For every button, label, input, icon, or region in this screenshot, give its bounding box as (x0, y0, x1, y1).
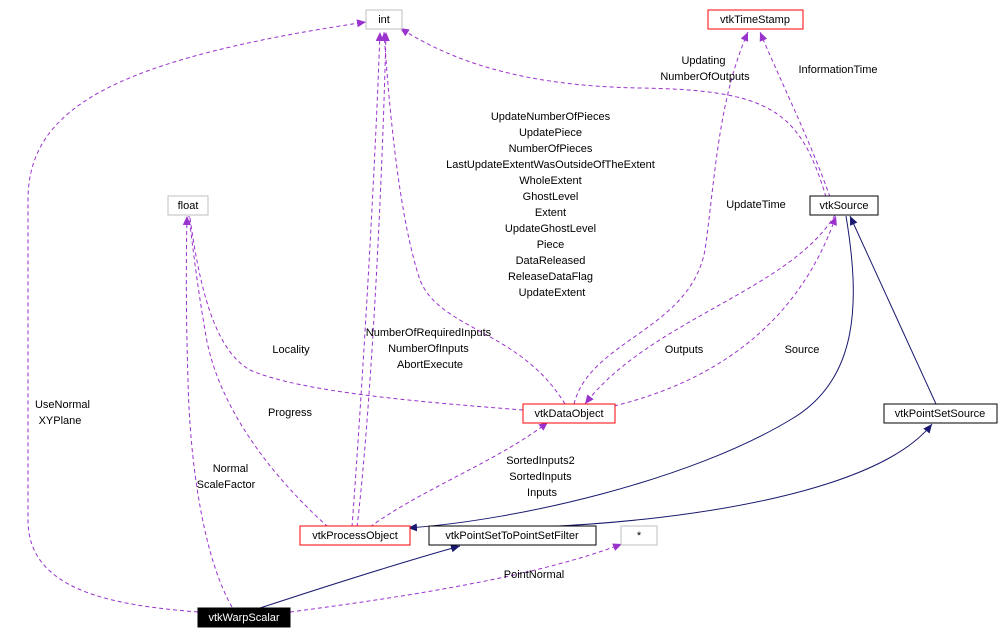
svg-text:vtkTimeStamp: vtkTimeStamp (720, 14, 790, 26)
label-data-object-members: UpdateNumberOfPieces UpdatePiece NumberO… (446, 111, 658, 299)
edge-processobject-to-dataobject (369, 421, 549, 528)
node-int[interactable]: int (365, 9, 403, 30)
node-vtksource[interactable]: vtkSource (809, 195, 879, 216)
node-vtkpointsettopointsetfilter[interactable]: vtkPointSetToPointSetFilter (428, 525, 597, 546)
nodes: int vtkTimeStamp float vtkSource vtkData… (167, 9, 998, 628)
edge-inherit-filter-processobject (407, 215, 854, 532)
label-source: Source (785, 344, 820, 356)
label-process-object-members: NumberOfRequiredInputs NumberOfInputs Ab… (366, 327, 494, 371)
svg-text:vtkPointSetSource: vtkPointSetSource (895, 408, 986, 420)
edge-dataobject-to-source (613, 215, 837, 407)
edge-warpscalar-to-float (182, 215, 233, 608)
node-vtkpointsetsource[interactable]: vtkPointSetSource (883, 403, 998, 424)
label-update-time: UpdateTime (726, 199, 786, 211)
edge-inherit-filter-pointsetsource (539, 423, 933, 528)
edge-inherit-warpscalar-filter (259, 544, 461, 609)
svg-text:vtkDataObject: vtkDataObject (534, 408, 603, 420)
edge-processobject-to-int-2 (356, 31, 390, 528)
svg-text:float: float (178, 200, 199, 212)
svg-text:vtkSource: vtkSource (820, 200, 869, 212)
node-star[interactable]: * (620, 525, 658, 546)
node-vtkwarpscalar: vtkWarpScalar (197, 607, 291, 628)
svg-text:vtkWarpScalar: vtkWarpScalar (208, 612, 279, 624)
label-progress: Progress (268, 407, 313, 419)
edge-source-to-int (399, 27, 827, 198)
edge-dataobject-to-int (380, 31, 566, 405)
edge-inherit-pointsetsource-source (849, 215, 937, 405)
label-information-time: InformationTime (798, 64, 877, 76)
label-outputs: Outputs (665, 344, 704, 356)
label-normal-scale: Normal ScaleFactor (197, 463, 256, 491)
edge-processobject-to-int (351, 31, 384, 528)
label-inputs: SortedInputs2 SortedInputs Inputs (506, 455, 578, 499)
edge-dataobject-to-float (189, 217, 524, 411)
edge-warpscalar-to-star (289, 543, 623, 613)
edge-usenormal-to-int (27, 19, 367, 613)
edge-source-to-timestamp (759, 31, 831, 198)
label-locality: Locality (272, 344, 310, 356)
edge-source-to-dataobject-outputs (584, 214, 836, 405)
edge-dataobject-to-timestamp (573, 31, 749, 405)
node-vtkprocessobject[interactable]: vtkProcessObject (299, 525, 411, 546)
edge-labels: UseNormal XYPlane Updating NumberOfOutpu… (35, 55, 878, 581)
label-updating: Updating NumberOfOutputs (660, 55, 750, 83)
node-vtkdataobject[interactable]: vtkDataObject (522, 403, 616, 424)
label-use-normal: UseNormal XYPlane (35, 399, 93, 427)
edges (27, 19, 937, 613)
svg-text:vtkPointSetToPointSetFilter: vtkPointSetToPointSetFilter (445, 530, 579, 542)
edge-processobject-to-float (188, 215, 329, 528)
svg-text:vtkProcessObject: vtkProcessObject (312, 530, 398, 542)
svg-text:*: * (637, 530, 642, 542)
svg-text:int: int (378, 14, 390, 26)
node-vtktimestamp[interactable]: vtkTimeStamp (707, 9, 804, 30)
label-point-normal: PointNormal (504, 569, 565, 581)
node-float[interactable]: float (167, 195, 209, 216)
